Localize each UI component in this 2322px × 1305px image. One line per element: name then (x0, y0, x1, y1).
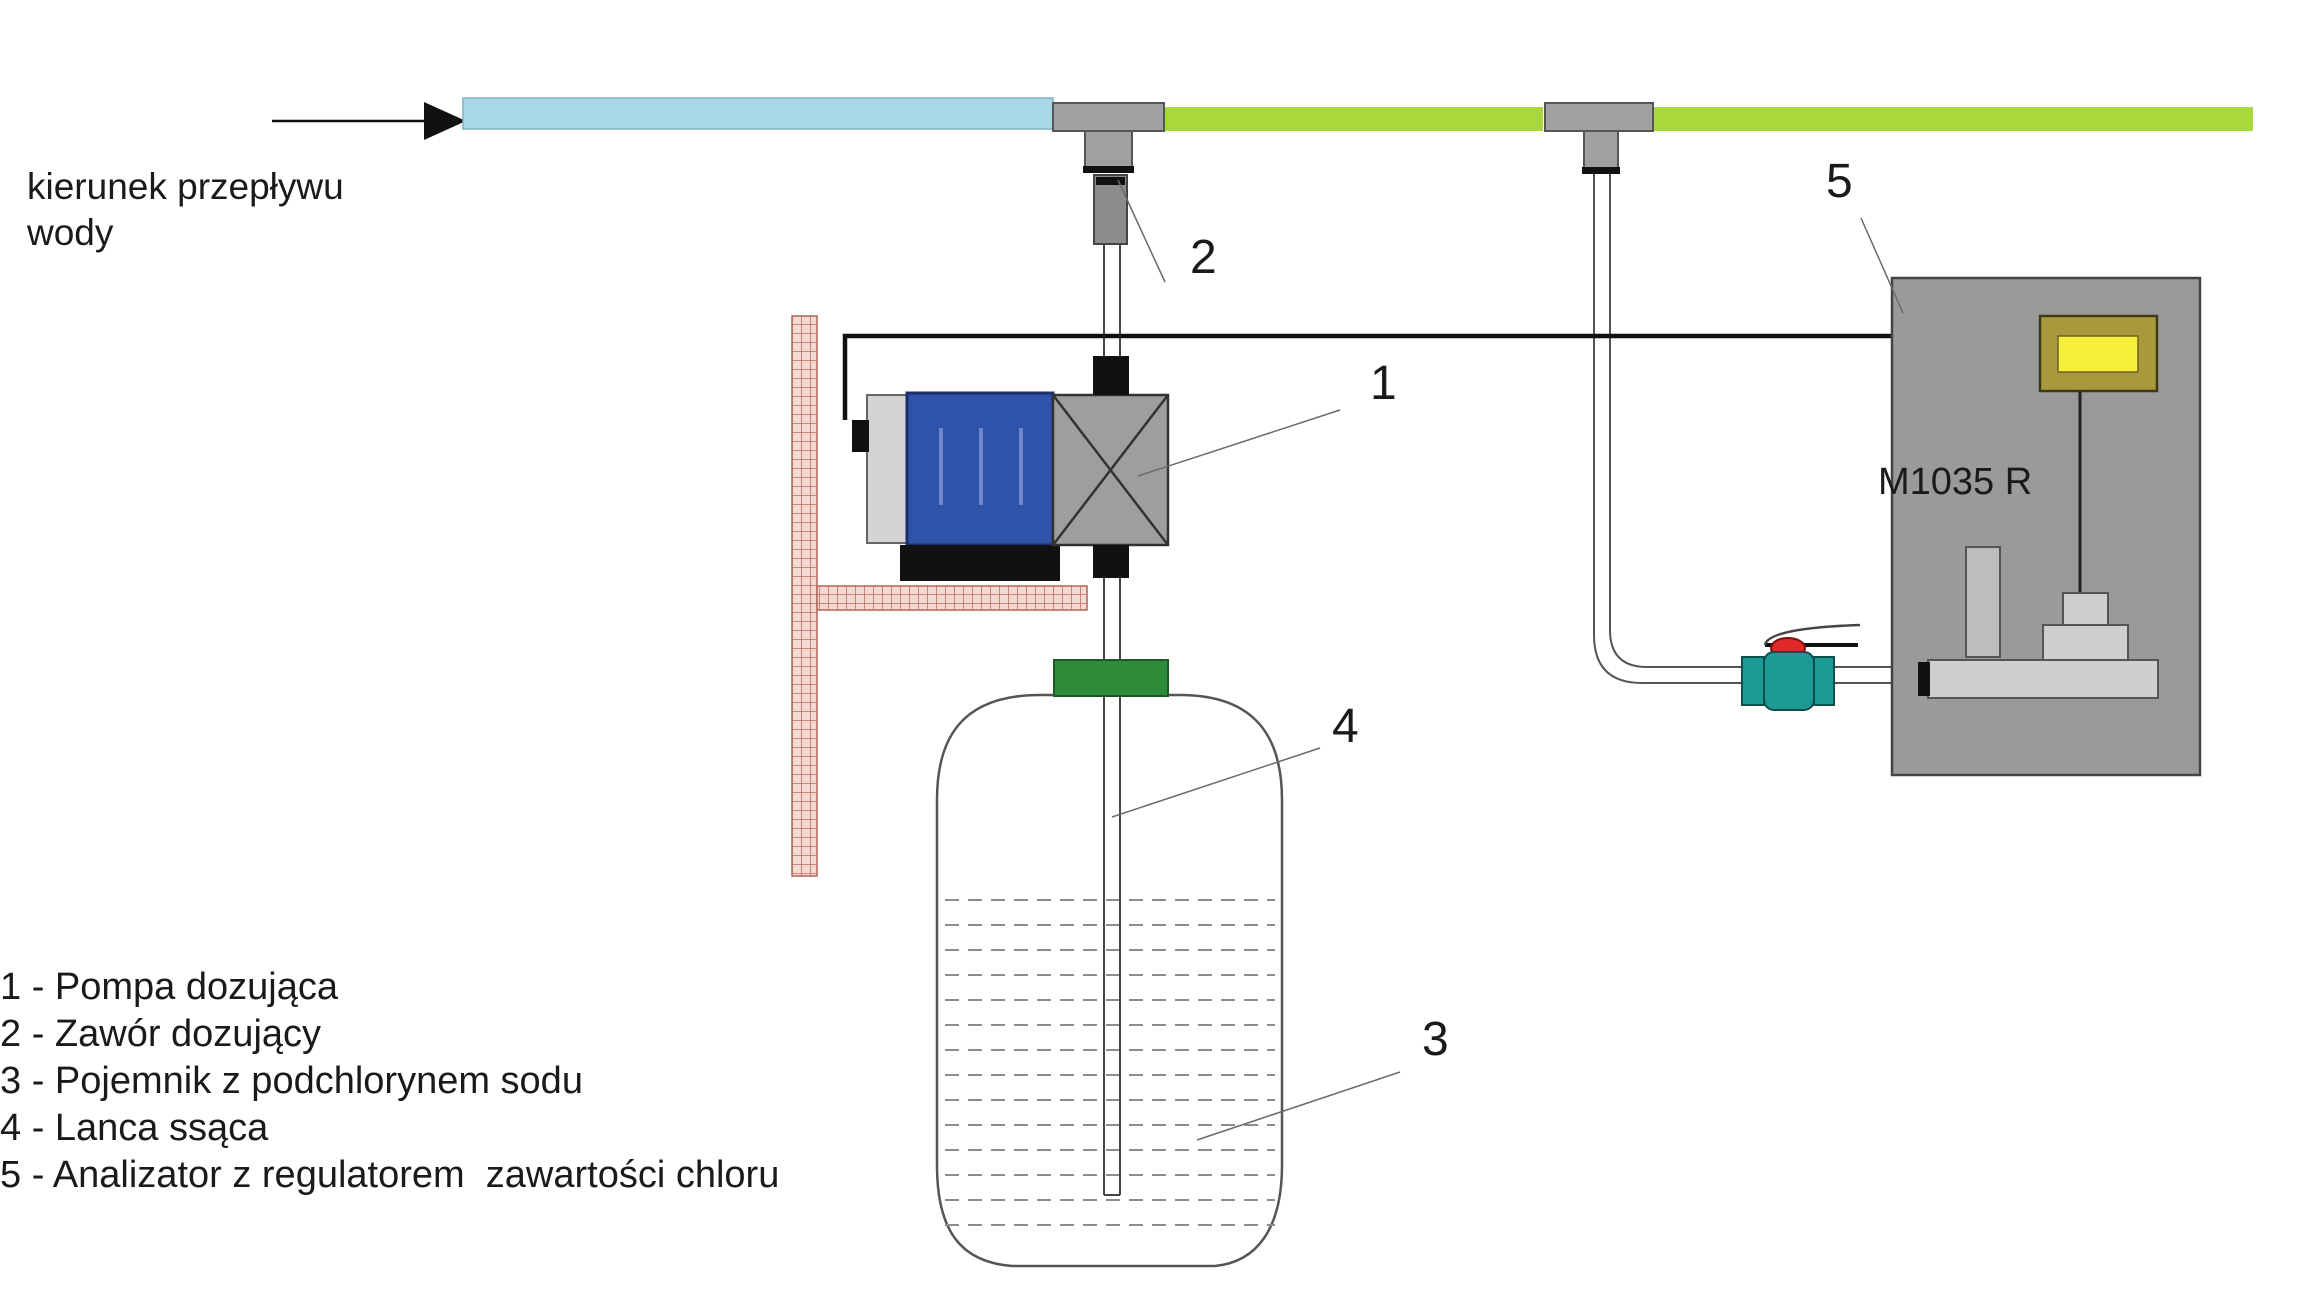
liquid-level-lines (945, 899, 1275, 1226)
legend-item-2: 2 - Zawór dozujący (0, 1013, 322, 1055)
tank-cap (1053, 659, 1169, 697)
flow-direction-label-line1: kierunek przepływu (27, 166, 344, 207)
inlet-pipe-segment (462, 97, 1054, 130)
callout-1: 1 (1370, 357, 1397, 410)
flow-cell-manifold (1927, 659, 2159, 699)
dosing-valve (1093, 174, 1128, 245)
diagram-legend: 1 - Pompa dozująca 2 - Zawór dozujący 3 … (0, 964, 779, 1199)
analyzer-model-label: M1035 R (1878, 461, 2033, 503)
treated-pipe-segment (1163, 107, 1543, 131)
dosing-pump (852, 356, 1170, 581)
dosing-tube (1103, 244, 1121, 356)
flow-direction-label-line2: wody (27, 212, 114, 253)
analyzer-display-screen (2057, 335, 2139, 373)
flow-direction-arrow (272, 102, 466, 140)
hypochlorite-tank (935, 659, 1284, 1268)
legend-item-4: 4 - Lanca ssąca (0, 1107, 269, 1149)
injection-tee-fitting (1052, 102, 1165, 173)
callout-5: 5 (1826, 155, 1853, 208)
legend-item-3: 3 - Pojemnik z podchlorynem sodu (0, 1060, 583, 1102)
legend-item-5: 5 - Analizator z regulatorem zawartości … (0, 1154, 780, 1196)
sample-line (1593, 174, 1918, 684)
callout-2: 2 (1190, 231, 1217, 284)
callout-4: 4 (1332, 700, 1359, 753)
sample-tee-fitting (1544, 102, 1654, 174)
suction-lance (1103, 696, 1121, 1196)
flow-direction-label: kierunek przepływu wody (27, 164, 344, 256)
callout-3: 3 (1422, 1013, 1449, 1066)
chlorine-analyzer-controller (1890, 276, 2202, 777)
sample-ball-valve (1741, 623, 1861, 711)
suction-tube (1103, 578, 1121, 660)
treated-pipe-end-segment (1653, 107, 2253, 131)
callout-leader-lines (1111, 179, 1904, 1141)
legend-item-1: 1 - Pompa dozująca (0, 966, 338, 1008)
control-signal-cable (842, 333, 2040, 420)
pump-mounting-bracket (791, 315, 1088, 877)
